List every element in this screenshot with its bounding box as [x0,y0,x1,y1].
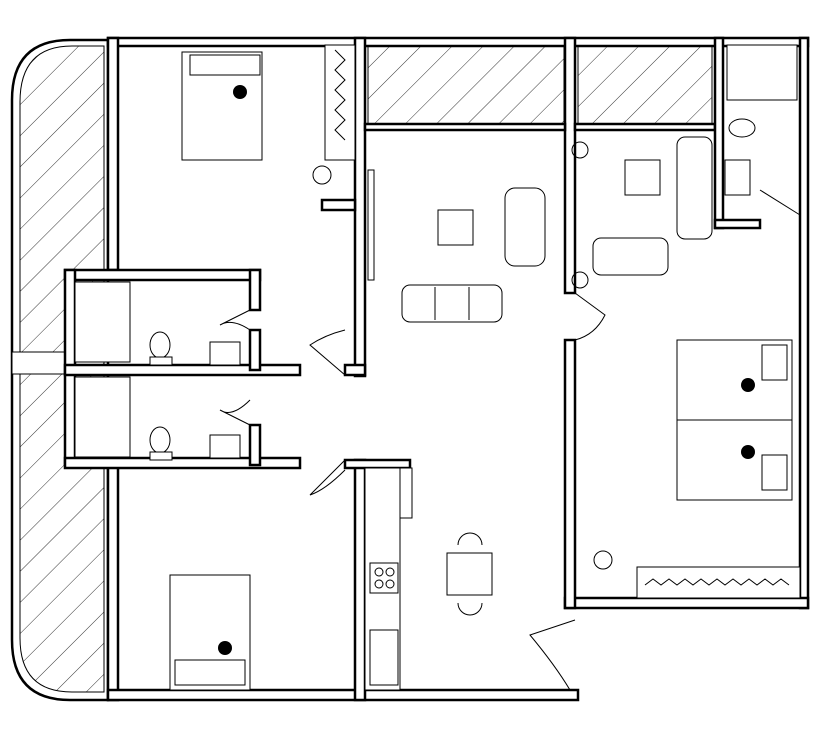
lamp-icon [312,165,332,185]
wall-bottom-right [563,596,810,610]
toilet-icon [149,426,171,454]
wall-right [798,36,810,610]
wall-bath3 [713,36,725,230]
left-balcony [10,38,110,702]
tv-unit [367,169,375,281]
wall-bath3-bottom [713,218,762,230]
wall-window-living [363,122,567,132]
stove-icon [369,562,399,594]
doors [219,189,801,691]
wall-bath-bottom [63,456,302,470]
chair [457,602,483,616]
wall-bedroom1-right [353,36,367,378]
plant-icon [571,141,589,159]
top-balcony-lounge [577,45,713,125]
wall-top [106,36,810,48]
wall-bottom [106,688,580,702]
bathroom-3 [724,44,798,196]
sink-icon [724,159,751,196]
coffee-table [437,209,474,246]
balcony-divider [11,351,73,375]
sink-icon [369,629,399,686]
toilet-icon [728,118,756,138]
wall-master-left [563,338,577,610]
bathroom-1 [74,281,241,366]
armchair [504,187,546,267]
walls [63,36,810,702]
shower [74,376,131,458]
person-icon [218,641,232,655]
side-table [624,159,661,196]
master-bedroom [593,339,801,599]
pillow [174,659,246,686]
person-icon [233,85,247,99]
wardrobe [324,44,356,161]
bathroom-2 [74,376,241,461]
pillow [761,344,788,381]
lamp-icon [593,550,613,570]
wall-window-lounge [573,122,717,132]
bedroom-2 [169,574,251,691]
shower [726,44,798,101]
sofa [401,284,503,323]
lounge [571,136,713,289]
armchair [592,237,669,276]
living-room [367,169,546,323]
wall-kitchen-left [353,458,367,702]
wall-lounge-left [563,36,577,295]
wall-left-upper [106,36,120,272]
dining-table [446,552,493,596]
toilet-icon [149,331,171,359]
sink-icon [209,341,241,366]
person-icon [741,378,755,392]
wall-left-lower [106,463,120,702]
chair [457,532,483,546]
wall-bath-middle [63,363,302,377]
shower [74,281,131,363]
pillow [189,54,261,76]
wall-closet [320,198,357,212]
plant-icon [571,271,589,289]
wall-bath-top [63,268,262,282]
kitchen [364,467,493,691]
bedroom-1 [181,44,356,185]
sofa [676,136,713,240]
sink-icon [209,434,241,459]
person-icon [741,445,755,459]
pillow [761,454,788,491]
top-balcony-living [367,45,565,125]
